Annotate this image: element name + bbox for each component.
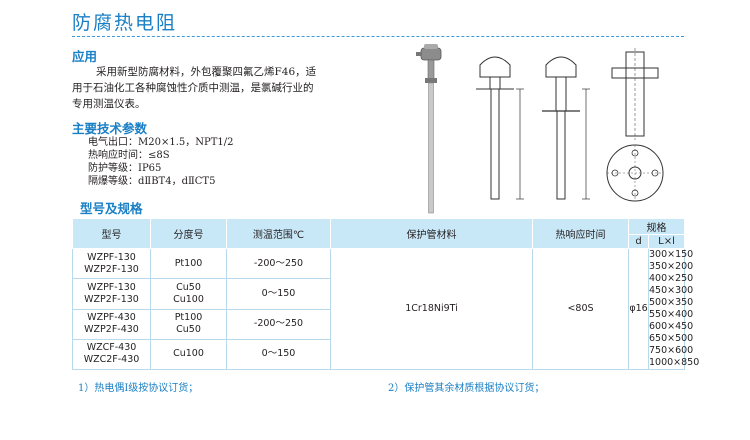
flange-side-drawing bbox=[611, 48, 659, 140]
spec-line-response-time: 热响应时间：≤8S bbox=[88, 150, 170, 161]
spec-line-electrical-outlet: 电气出口：M20×1.5，NPT1/2 bbox=[88, 137, 234, 148]
response-cell: <80S bbox=[532, 248, 629, 370]
title-divider bbox=[72, 36, 684, 37]
models-heading: 型号及规格 bbox=[80, 201, 143, 216]
model-spec-table: 型号 分度号 测温范围℃ 保护管材料 热响应时间 规格 d L×l WZPF-1… bbox=[72, 218, 699, 371]
header-model: 型号 bbox=[72, 218, 151, 249]
range-cell: 0～150 bbox=[226, 338, 331, 371]
page-title: 防腐热电阻 bbox=[72, 12, 178, 34]
header-d: d bbox=[628, 234, 649, 249]
header-response: 热响应时间 bbox=[532, 218, 629, 249]
material-cell: 1Cr18Ni9Ti bbox=[330, 248, 533, 370]
header-material: 保护管材料 bbox=[330, 218, 533, 249]
footnote-1: 1）热电偶Ⅰ级按协议订货； bbox=[78, 383, 199, 394]
application-text-line2: 用于石油化工各种腐蚀性介质中测温，是氯碱行业的 bbox=[72, 82, 314, 94]
footnote-2: 2）保护管其余材质根据协议订货； bbox=[388, 383, 545, 394]
range-cell: -200～250 bbox=[226, 247, 331, 280]
graduation-cell: Pt100 bbox=[150, 247, 227, 280]
flange-top-drawing bbox=[606, 144, 664, 202]
side-view-drawing-1 bbox=[476, 56, 524, 200]
graduation-cell: Cu100 bbox=[150, 338, 227, 371]
spec-line-protection: 防护等级：IP65 bbox=[88, 163, 162, 174]
header-spec: 规格 bbox=[628, 218, 685, 235]
application-heading: 应用 bbox=[72, 49, 98, 64]
range-cell: 0～150 bbox=[226, 278, 331, 310]
header-lx1: L×l bbox=[648, 234, 685, 249]
range-cell: -200～250 bbox=[226, 308, 331, 340]
specs-heading: 主要技术参数 bbox=[72, 121, 148, 136]
side-view-drawing-2 bbox=[542, 56, 590, 200]
header-range: 测温范围℃ bbox=[226, 218, 331, 249]
thermocouple-photo bbox=[416, 44, 442, 214]
application-text-line1: 采用新型防腐材料，外包覆聚四氟乙烯F46，适 bbox=[96, 66, 317, 78]
header-graduation: 分度号 bbox=[150, 218, 227, 249]
spec-line-explosion-proof: 隔爆等级：dⅡBT4，dⅡCT5 bbox=[88, 176, 216, 187]
application-text-line3: 专用测温仪表。 bbox=[72, 98, 146, 110]
diameter-cell: φ16 bbox=[628, 248, 649, 370]
